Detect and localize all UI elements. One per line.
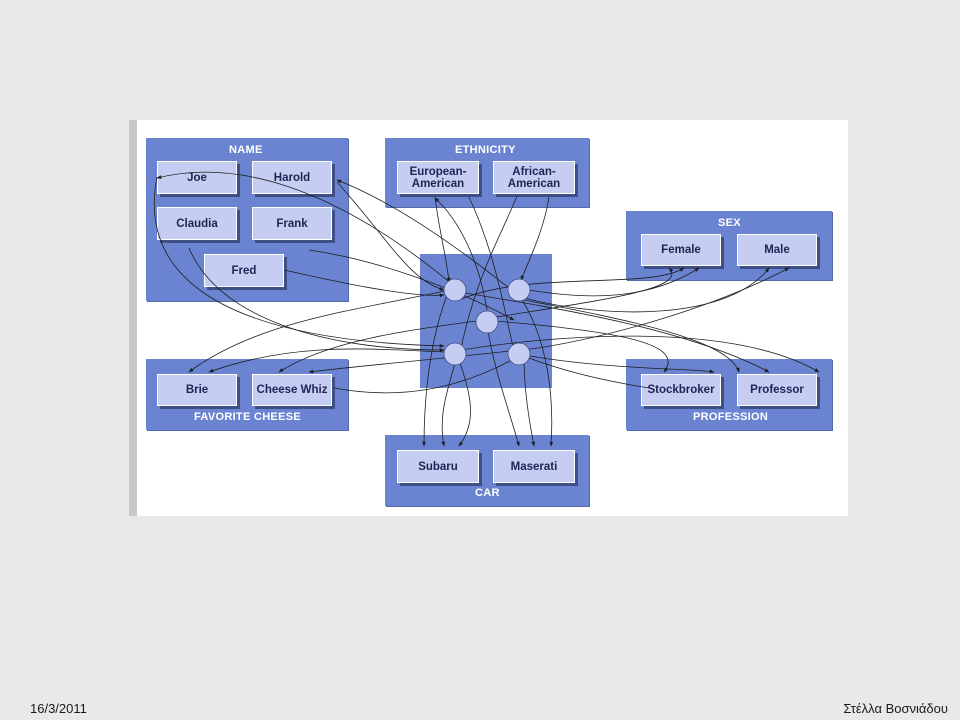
unit-harold: Harold [252,161,332,194]
unit-female: Female [641,234,721,266]
name-group-title: NAME [229,144,263,156]
hidden-node-3 [475,310,499,334]
unit-joe: Joe [157,161,237,194]
unit-brie: Brie [157,374,237,406]
connection-wires [153,171,820,447]
hidden-node-5 [507,342,531,366]
hidden-node-1 [443,278,467,302]
unit-cheese-whiz: Cheese Whiz [252,374,332,406]
sex-group-title: SEX [718,217,741,229]
figure-scan-edge [129,120,137,516]
profession-group: Stockbroker Professor PROFESSION [626,359,832,430]
car-group: Subaru Maserati CAR [385,435,589,506]
slide-date: 16/3/2011 [30,701,87,716]
unit-european-american: European- American [397,161,479,194]
name-group: NAME Joe Harold Claudia Frank Fred [146,138,348,301]
cheese-group: Brie Cheese Whiz FAVORITE CHEESE [146,359,348,430]
unit-subaru: Subaru [397,450,479,483]
unit-frank: Frank [252,207,332,240]
ethnicity-group: ETHNICITY European- American African- Am… [385,138,589,207]
ethnicity-group-title: ETHNICITY [455,144,516,156]
cheese-group-title: FAVORITE CHEESE [194,411,301,423]
unit-maserati: Maserati [493,450,575,483]
unit-professor: Professor [737,374,817,406]
car-group-title: CAR [475,487,500,499]
profession-group-title: PROFESSION [693,411,769,423]
unit-fred: Fred [204,254,284,287]
hidden-node-4 [443,342,467,366]
unit-stockbroker: Stockbroker [641,374,721,406]
network-figure: NAME Joe Harold Claudia Frank Fred ETHNI… [129,120,848,516]
unit-claudia: Claudia [157,207,237,240]
hidden-nodes [443,278,531,366]
slide-author: Στέλλα Βοσνιάδου [843,701,948,716]
sex-group: SEX Female Male [626,211,832,280]
unit-male: Male [737,234,817,266]
hidden-node-2 [507,278,531,302]
unit-african-american: African- American [493,161,575,194]
